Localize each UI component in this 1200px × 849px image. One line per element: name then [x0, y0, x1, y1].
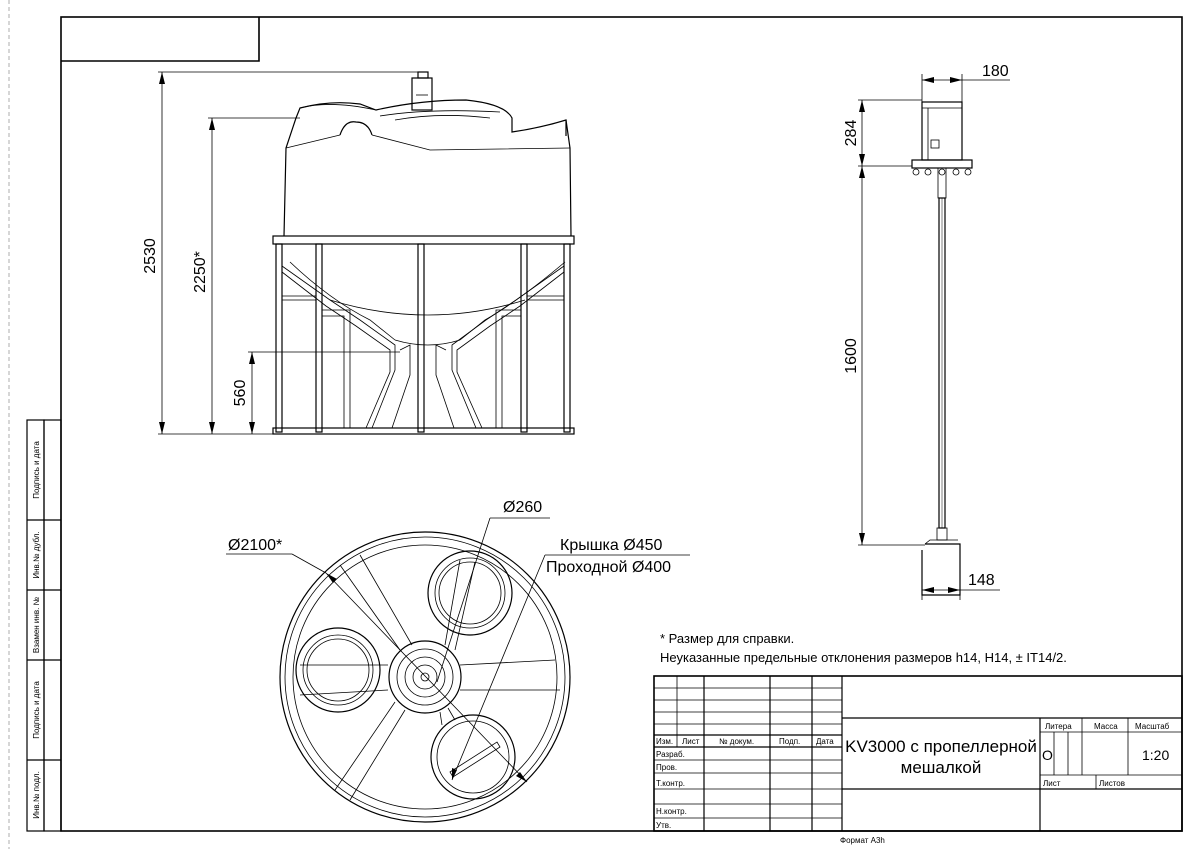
tb-role: Т.контр. — [656, 779, 685, 788]
tb-litera-label: Литера — [1045, 722, 1072, 731]
dim-mixer-motor-height: 284 — [843, 120, 860, 147]
side-stamp-label: Инв.№ подл. — [32, 771, 41, 819]
tb-header-izm: Изм. — [656, 737, 673, 746]
drawing-title-line2: мешалкой — [901, 758, 982, 777]
dim-propeller-width: 148 — [968, 572, 995, 589]
tb-header-list: Лист — [682, 737, 700, 746]
dim-hole-diameter: Ø260 — [503, 499, 542, 516]
side-stamp-label: Подпись и дата — [32, 441, 41, 499]
dim-lid-label: Крышка Ø450 — [560, 537, 662, 554]
tb-sheet-label: Лист — [1043, 779, 1061, 788]
tb-litera-value: О — [1042, 747, 1053, 763]
side-stamp-label: Взамен инв. № — [32, 596, 41, 653]
tank-top-view — [226, 517, 690, 823]
note-reference: * Размер для справки. — [660, 631, 794, 646]
dim-frame-leg-height: 560 — [232, 380, 249, 407]
sheet-frame — [60, 16, 1183, 832]
dim-mixer-motor-width: 180 — [982, 63, 1009, 80]
tb-role: Утв. — [656, 821, 671, 830]
tb-scale-label: Масштаб — [1135, 722, 1170, 731]
tb-role: Разраб. — [656, 750, 685, 759]
title-block-text: Изм. Лист № докум. Подп. Дата Разраб. Пр… — [656, 722, 1170, 830]
tb-header-sign: Подп. — [779, 737, 800, 746]
side-stamp-label: Инв.№ дубл. — [32, 531, 41, 578]
dim-tank-overall-height: 2530 — [142, 238, 159, 274]
note-tolerances: Неуказанные предельные отклонения размер… — [660, 650, 1067, 665]
tb-sheets-label: Листов — [1099, 779, 1125, 788]
tb-role: Пров. — [656, 763, 677, 772]
tank-front-view — [272, 71, 575, 435]
side-stamp: Подпись и дата Инв.№ дубл. Взамен инв. №… — [26, 419, 62, 832]
dim-mixer-shaft-length: 1600 — [843, 338, 860, 374]
tank-dimensions: 2530 2250* 560 — [142, 71, 418, 435]
format-label: Формат А3h — [840, 836, 885, 845]
mixer-view — [911, 101, 973, 596]
dim-tank-body-height: 2250* — [192, 251, 209, 293]
title-block — [653, 675, 1183, 832]
tb-role: Н.контр. — [656, 807, 687, 816]
drawing-title-line1: KV3000 с пропеллерной — [845, 737, 1037, 756]
top-left-box — [61, 17, 260, 62]
tb-header-date: Дата — [816, 737, 834, 746]
side-stamp-label: Подпись и дата — [32, 681, 41, 739]
dim-passage-label: Проходной Ø400 — [546, 559, 671, 576]
tb-scale-value: 1:20 — [1142, 747, 1169, 763]
mixer-dimensions: 180 284 1600 148 — [843, 63, 1010, 600]
dim-tank-diameter: Ø2100* — [228, 537, 282, 554]
tb-mass-label: Масса — [1094, 722, 1118, 731]
tb-header-doc: № докум. — [719, 737, 754, 746]
